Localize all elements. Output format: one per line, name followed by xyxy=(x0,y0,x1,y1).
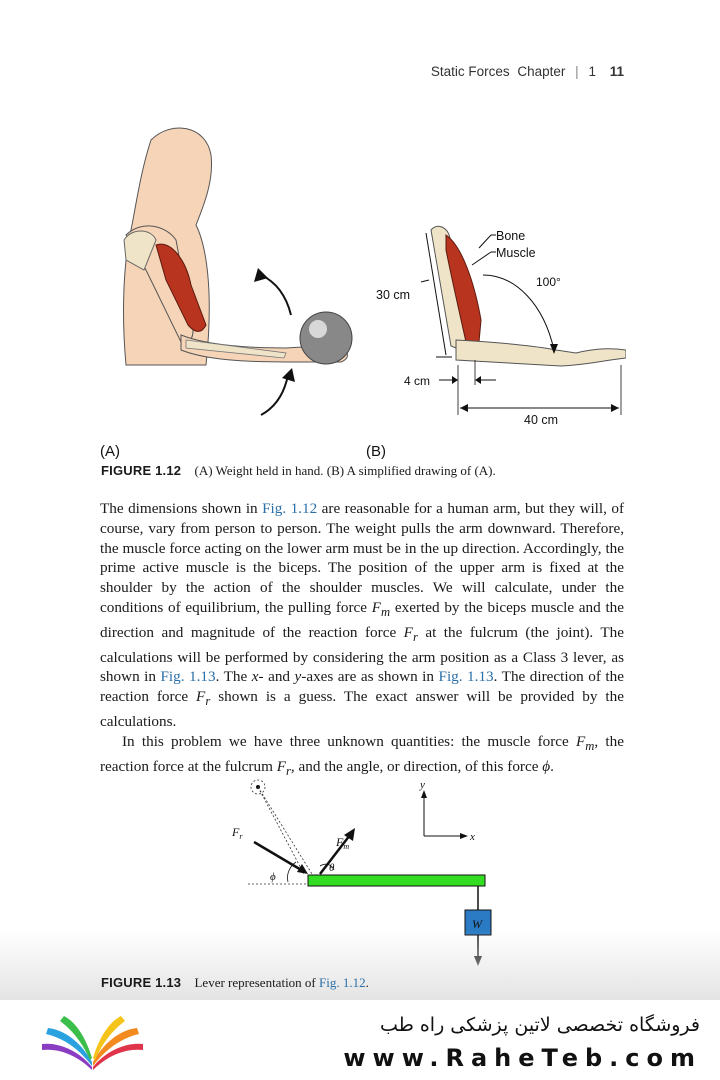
chapter-label: Chapter xyxy=(517,64,566,79)
bone-label: Bone xyxy=(496,229,525,243)
figure-1-12: Bone Muscle 100° 30 cm 4 cm 40 cm (A) (B… xyxy=(96,110,626,465)
figure-1-12-illustration: Bone Muscle 100° 30 cm 4 cm 40 cm (A) (B… xyxy=(100,127,626,460)
phi-label: ϕ xyxy=(270,871,276,883)
forearm-length-label: 40 cm xyxy=(524,413,558,427)
text-run: . The xyxy=(215,668,252,686)
math-phi: ϕ xyxy=(542,757,551,775)
caption-text: Lever representation of xyxy=(194,975,320,990)
fr-label: Fr xyxy=(231,825,243,841)
paragraph-2: In this problem we have three unknown qu… xyxy=(100,732,624,782)
fig-1-13-link[interactable]: Fig. 1.13 xyxy=(438,668,494,686)
footer-banner: فروشگاه تخصصی لاتین پزشکی راه طب www.Rah… xyxy=(0,1000,720,1080)
lever-diagram: Fr Fm θ ϕ W y x xyxy=(231,779,492,966)
text-run: . xyxy=(550,757,554,775)
lever-arm xyxy=(307,874,486,887)
text-run: In this problem we have three unknown qu… xyxy=(122,732,576,750)
text-run: -axes are as shown in xyxy=(301,668,439,686)
muscle-label: Muscle xyxy=(496,246,536,260)
text-run: shown is a guess. The exact answer will … xyxy=(100,688,624,731)
text-run: . The direction of the reaction force xyxy=(100,668,624,706)
text-run: The dimensions shown in xyxy=(100,500,263,517)
text-run: exerted by the biceps muscle and the dir… xyxy=(100,598,625,641)
math-fr: Fr xyxy=(276,757,291,778)
caption-text: (A) Weight held in hand. (B) A simplifie… xyxy=(194,463,496,478)
fr-arrow xyxy=(253,840,304,873)
x-axis-label: x xyxy=(469,831,475,843)
math-x: x xyxy=(251,668,259,686)
paragraph-1: The dimensions shown in Fig. 1.12 are re… xyxy=(100,499,624,732)
text-run: are reasonable for a human arm, but they… xyxy=(100,500,625,616)
panel-b-drawing xyxy=(420,225,626,415)
fm-arrow xyxy=(319,834,351,875)
caption-label: FIGURE 1.13 xyxy=(101,975,182,990)
caption-label: FIGURE 1.12 xyxy=(101,463,182,478)
fig-1-12-link[interactable]: Fig. 1.12 xyxy=(319,975,366,990)
math-fm: Fm xyxy=(371,598,391,620)
shop-name: فروشگاه تخصصی لاتین پزشکی راه طب xyxy=(380,1014,700,1036)
text-run: at the fulcrum (the joint). The calculat… xyxy=(100,623,624,686)
fig-1-13-link[interactable]: Fig. 1.13 xyxy=(160,668,216,686)
math-y: y xyxy=(294,668,302,686)
muscle-offset-label: 4 cm xyxy=(404,374,430,388)
text-run: , and the angle, or direction, of this f… xyxy=(290,757,543,775)
theta-label: θ xyxy=(329,862,335,874)
figure-1-13-caption: FIGURE 1.13 Lever representation of Fig.… xyxy=(101,975,369,991)
figure-1-12-caption: FIGURE 1.12 (A) Weight held in hand. (B)… xyxy=(101,463,496,479)
math-fr: Fr xyxy=(196,688,211,709)
math-fm: Fm xyxy=(575,732,595,753)
page-number: 11 xyxy=(609,64,624,79)
header-separator: | xyxy=(575,64,579,79)
chapter-number: 1 xyxy=(588,64,596,79)
body-text: The dimensions shown in Fig. 1.12 are re… xyxy=(100,499,624,782)
panel-a-label: (A) xyxy=(100,443,120,460)
fm-label: Fm xyxy=(335,835,349,851)
angle-label: 100° xyxy=(536,275,561,289)
open-book-logo-icon xyxy=(42,1016,143,1070)
upper-arm-length-label: 30 cm xyxy=(376,288,410,302)
panel-b-label: (B) xyxy=(366,443,386,460)
running-head: Static Forces Chapter | 1 11 xyxy=(431,64,624,79)
w-label: W xyxy=(472,917,483,931)
math-fr: Fr xyxy=(403,623,418,644)
y-axis-label: y xyxy=(419,779,425,791)
figure-1-13: Fr Fm θ ϕ W y x xyxy=(200,770,520,970)
bottom-fade xyxy=(0,930,720,1000)
site-url[interactable]: www.RaheTeb.com xyxy=(343,1044,702,1072)
caption-end: . xyxy=(365,975,369,990)
fig-1-12-link[interactable]: Fig. 1.12 xyxy=(262,500,318,517)
section-title: Static Forces xyxy=(430,64,510,79)
text-run: - and xyxy=(258,668,295,686)
shoulder-joint-marker xyxy=(250,779,266,795)
text-run: , the reaction force at the fulcrum xyxy=(100,732,624,775)
panel-a-drawing xyxy=(123,127,353,416)
